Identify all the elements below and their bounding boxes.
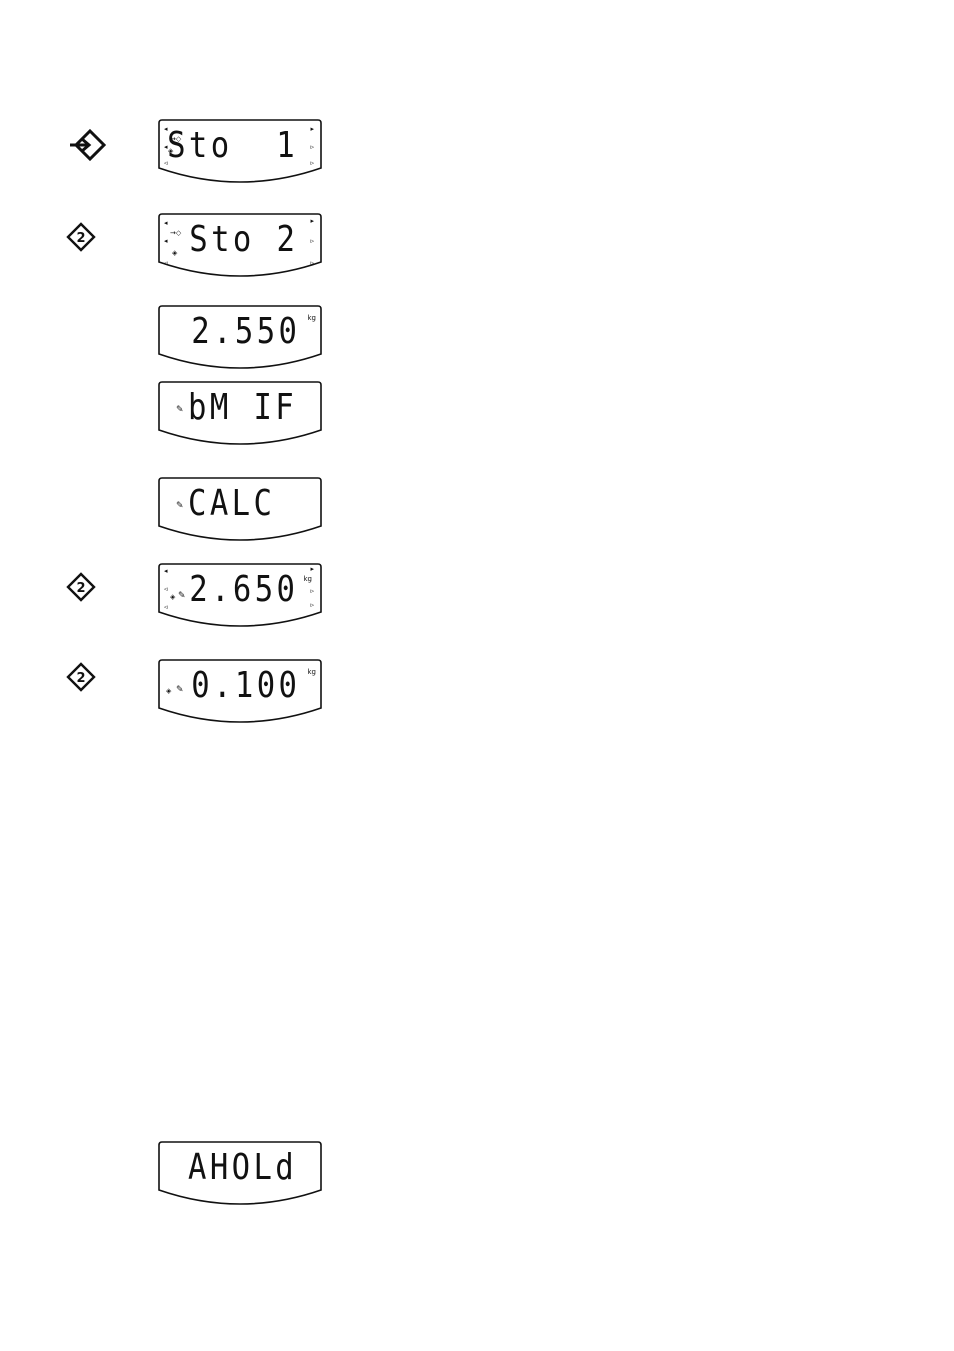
- recall-indicator-icon: ◈: [166, 688, 171, 695]
- recall-2-key-icon: 2: [66, 662, 100, 696]
- arrow-right-icon: ▸: [310, 218, 314, 225]
- arrow-right-icon: ▹: [310, 144, 314, 151]
- display-readout: Sto 1: [167, 124, 298, 168]
- calculation-indicator-icon: ✎: [176, 406, 184, 415]
- calculation-indicator-icon: ✎: [176, 686, 184, 695]
- store-key-icon: [68, 128, 102, 162]
- display-readout: 0.100: [191, 664, 300, 708]
- display-readout: bM IF: [188, 386, 297, 430]
- arrow-left-icon: ◃: [164, 586, 168, 593]
- display-ahold: AHOLd: [158, 1140, 322, 1212]
- arrow-right-icon: ▹: [310, 588, 314, 595]
- store-indicator-icon: →◇: [170, 230, 181, 237]
- display-readout: 2.550: [191, 310, 300, 354]
- unit-label: kg: [308, 668, 317, 676]
- arrow-left-icon: ◂: [164, 220, 168, 227]
- recall-2-key-icon: 2: [66, 572, 100, 606]
- calculation-indicator-icon: ✎: [176, 502, 184, 511]
- display-calc: ✎ CALC: [158, 476, 322, 548]
- display-weight-2: ◂ ◃ ◈ ✎ ◃ ▸ ▹ ▹ 2.650 kg: [158, 562, 322, 634]
- recall-2-key-icon: 2: [66, 222, 100, 256]
- display-bmif: ✎ bM IF: [158, 380, 322, 452]
- arrow-left-icon: ◃: [164, 604, 168, 611]
- display-weight-1: 2.550 kg: [158, 304, 322, 376]
- unit-label: kg: [308, 314, 317, 322]
- display-sto1: ◂ →◇ ◂ ◈ ◃ ▸ ▹ ▹ Sto 1: [158, 118, 322, 190]
- arrow-right-icon: ▹: [310, 602, 314, 609]
- calculation-indicator-icon: ✎: [178, 592, 186, 601]
- display-readout: AHOLd: [188, 1146, 297, 1190]
- recall-key-label: 2: [76, 231, 85, 246]
- arrow-left-icon: ◂: [164, 568, 168, 575]
- display-sto2: ◂ →◇ ◂ ◈ ◃ ▸ ▹ ▹ Sto 2: [158, 212, 322, 284]
- arrow-right-icon: ▹: [310, 260, 314, 267]
- arrow-right-icon: ▸: [310, 566, 314, 573]
- display-readout: Sto 2: [189, 218, 298, 262]
- display-readout: 2.650: [189, 568, 298, 612]
- arrow-right-icon: ▹: [310, 238, 314, 245]
- arrow-right-icon: ▹: [310, 160, 314, 167]
- recall-key-label: 2: [76, 671, 85, 686]
- display-readout: CALC: [188, 482, 275, 526]
- arrow-left-icon: ◃: [164, 260, 168, 267]
- arrow-left-icon: ◂: [164, 238, 168, 245]
- unit-label: kg: [304, 575, 313, 583]
- recall-indicator-icon: ◈: [172, 250, 177, 257]
- recall-indicator-icon: ◈: [170, 594, 175, 601]
- arrow-right-icon: ▸: [310, 126, 314, 133]
- recall-key-label: 2: [76, 581, 85, 596]
- display-weight-3: ◈ ✎ 0.100 kg: [158, 658, 322, 730]
